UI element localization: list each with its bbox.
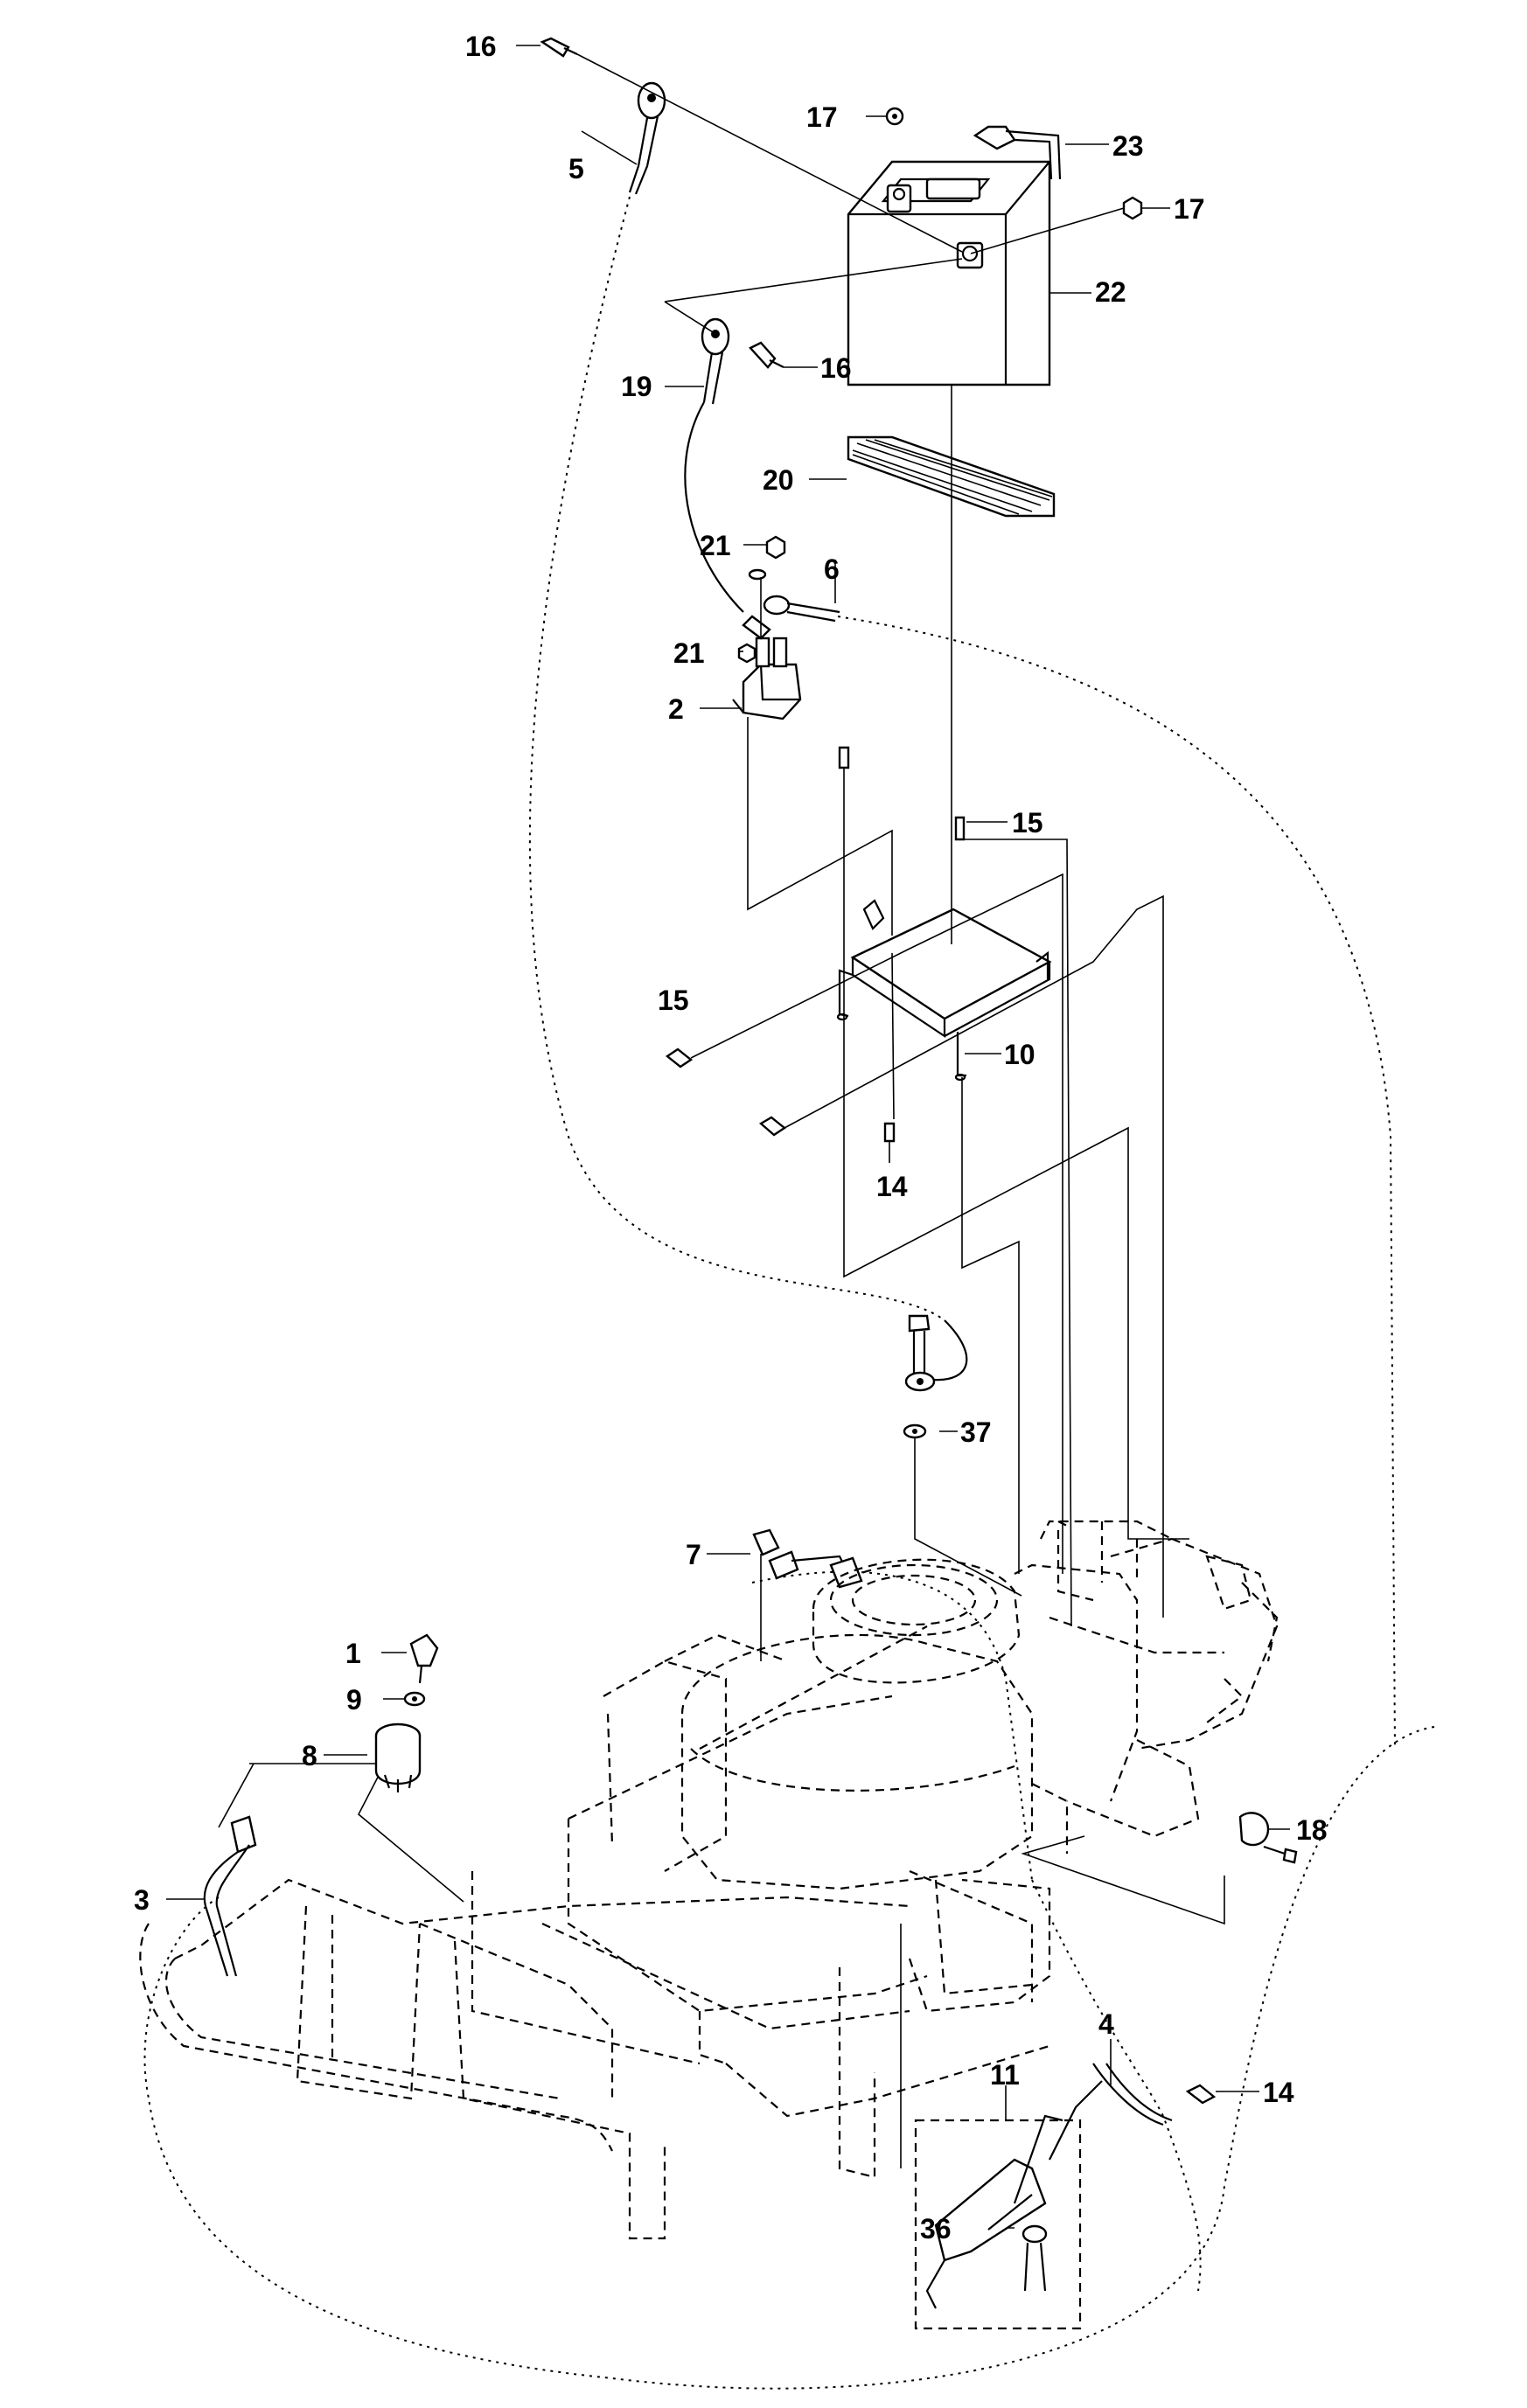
callout-36: 36 bbox=[920, 2213, 952, 2244]
screw-upper-left bbox=[838, 746, 850, 769]
wire-4 bbox=[1092, 2063, 1173, 2126]
nut-17-top bbox=[885, 107, 904, 126]
callout-3: 3 bbox=[134, 1884, 150, 1916]
cable-5 bbox=[628, 81, 666, 195]
nut-21-upper bbox=[748, 535, 786, 581]
leader-lines bbox=[166, 45, 1290, 2229]
ignition-key bbox=[409, 1633, 439, 1684]
callout-37: 37 bbox=[960, 1416, 992, 1448]
callout-2: 2 bbox=[668, 693, 684, 725]
chassis-frame bbox=[139, 1625, 1051, 2240]
starter-solenoid bbox=[732, 637, 802, 720]
callout-19: 19 bbox=[621, 371, 652, 402]
cable-19 bbox=[684, 317, 744, 613]
seat-switch bbox=[1238, 1812, 1298, 1864]
callout-16-top: 16 bbox=[465, 31, 497, 62]
callout-10: 10 bbox=[1004, 1039, 1035, 1070]
ignition-switch bbox=[374, 1722, 422, 1792]
engine bbox=[680, 1520, 1279, 2002]
washer-37 bbox=[903, 1423, 927, 1439]
callout-8: 8 bbox=[302, 1740, 317, 1771]
callout-16-middle: 16 bbox=[820, 352, 852, 384]
group-11-box bbox=[914, 2080, 1103, 2330]
battery-terminal-right bbox=[956, 241, 984, 269]
callout-7: 7 bbox=[686, 1539, 701, 1570]
callout-labels: 16 5 17 23 17 22 19 16 20 21 6 21 2 15 1… bbox=[134, 31, 1328, 2244]
screw-15-left bbox=[665, 1047, 694, 1068]
callout-1: 1 bbox=[345, 1638, 361, 1669]
bolt-16-middle bbox=[749, 341, 784, 369]
callout-20: 20 bbox=[763, 464, 794, 496]
callout-4: 4 bbox=[1098, 2008, 1114, 2040]
callout-5: 5 bbox=[568, 153, 584, 184]
harness-3 bbox=[203, 1815, 257, 1977]
ground-bolt bbox=[904, 1314, 968, 1392]
callout-23: 23 bbox=[1112, 130, 1144, 162]
callout-15-left: 15 bbox=[658, 985, 689, 1016]
callout-15-upper: 15 bbox=[1012, 807, 1043, 839]
screw-14-lower bbox=[1185, 2084, 1217, 2105]
nut-21-lower bbox=[737, 643, 757, 664]
callout-6: 6 bbox=[824, 553, 840, 585]
callout-18: 18 bbox=[1296, 1814, 1328, 1846]
callout-17-right: 17 bbox=[1174, 193, 1205, 225]
connector-7 bbox=[752, 1528, 863, 1589]
cable-6 bbox=[742, 595, 840, 640]
screw-14-upper bbox=[883, 1122, 896, 1143]
bolt-16-top bbox=[540, 37, 578, 58]
callout-14-upper: 14 bbox=[876, 1171, 908, 1202]
rear-housing bbox=[1031, 1521, 1252, 1854]
callout-14-lower: 14 bbox=[1263, 2077, 1294, 2108]
washer-9 bbox=[403, 1691, 426, 1707]
callout-17-top: 17 bbox=[806, 101, 838, 133]
wire-routing bbox=[143, 196, 1435, 2390]
callout-21-upper: 21 bbox=[700, 530, 731, 561]
battery-strap bbox=[973, 125, 1062, 180]
nut-17-right bbox=[1122, 196, 1143, 220]
callout-11: 11 bbox=[990, 2059, 1020, 2091]
callout-9: 9 bbox=[346, 1684, 362, 1716]
screw-15-lower bbox=[758, 1116, 787, 1137]
screw-15-upper bbox=[954, 816, 966, 841]
callout-21-lower: 21 bbox=[673, 637, 705, 669]
battery-terminal-left bbox=[886, 184, 912, 213]
battery bbox=[847, 160, 1051, 386]
callout-22: 22 bbox=[1095, 276, 1126, 308]
